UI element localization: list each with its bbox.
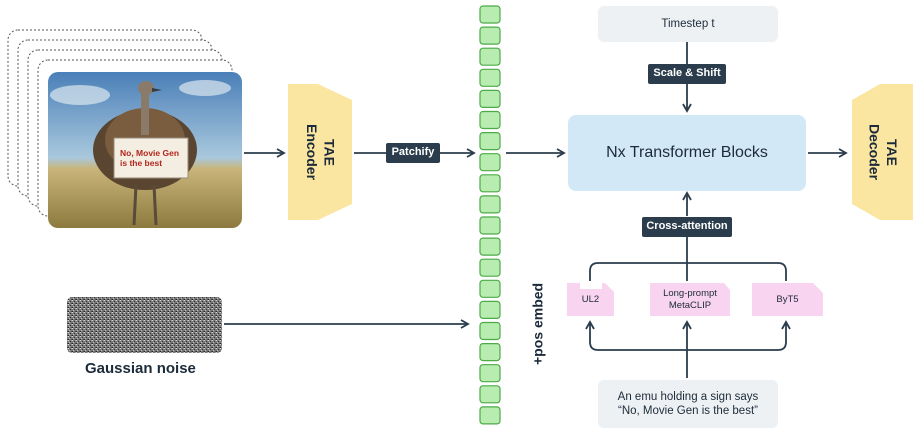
token-patch (479, 321, 501, 341)
tae-decoder-shape (852, 84, 913, 220)
token-patch (479, 406, 501, 425)
cross-attention-label: Cross-attention (642, 217, 732, 237)
transformer-blocks-box: Nx Transformer Blocks (568, 115, 806, 191)
pos-embed-label: +pos embed (529, 282, 546, 366)
token-patch (479, 216, 501, 235)
timestep-box: Timestep t (598, 6, 778, 42)
token-patch (479, 132, 501, 151)
token-patch (479, 364, 501, 383)
token-patch (479, 68, 501, 87)
token-patch (479, 300, 501, 319)
token-patch (479, 153, 501, 172)
metaclip-shape (650, 283, 730, 316)
token-patch (479, 258, 501, 277)
token-patch (479, 237, 501, 256)
token-patch (479, 47, 501, 66)
line-encoders-merge (589, 262, 787, 281)
token-patch (479, 89, 501, 109)
arrow-prompt-to-byt5 (687, 320, 791, 351)
ul2-shape (567, 283, 614, 316)
metaclip-label: Long-prompt MetaCLIP (663, 287, 717, 311)
token-patch (479, 195, 501, 214)
gaussian-noise-label: Gaussian noise (85, 360, 196, 377)
arrow-prompt-to-ul2 (585, 320, 687, 351)
token-patch (479, 279, 501, 298)
token-patch (479, 5, 501, 24)
scale-shift-label: Scale & Shift (648, 64, 726, 84)
tae-decoder-label: TAE Decoder (866, 123, 901, 181)
token-column (479, 5, 501, 425)
prompt-box: An emu holding a sign says “No, Movie Ge… (598, 380, 778, 428)
patchify-label: Patchify (386, 143, 440, 163)
token-patch (479, 343, 501, 362)
tae-encoder-label: TAE Encoder (304, 123, 338, 180)
gaussian-noise-image (67, 297, 222, 353)
token-patch (479, 110, 501, 130)
ul2-label: UL2 (581, 293, 600, 305)
byt5-shape (752, 283, 823, 316)
token-patch (479, 26, 501, 45)
byt5-label: ByT5 (776, 293, 799, 305)
token-patch (479, 174, 501, 193)
token-patch (479, 385, 501, 404)
tae-encoder-shape (288, 84, 352, 220)
